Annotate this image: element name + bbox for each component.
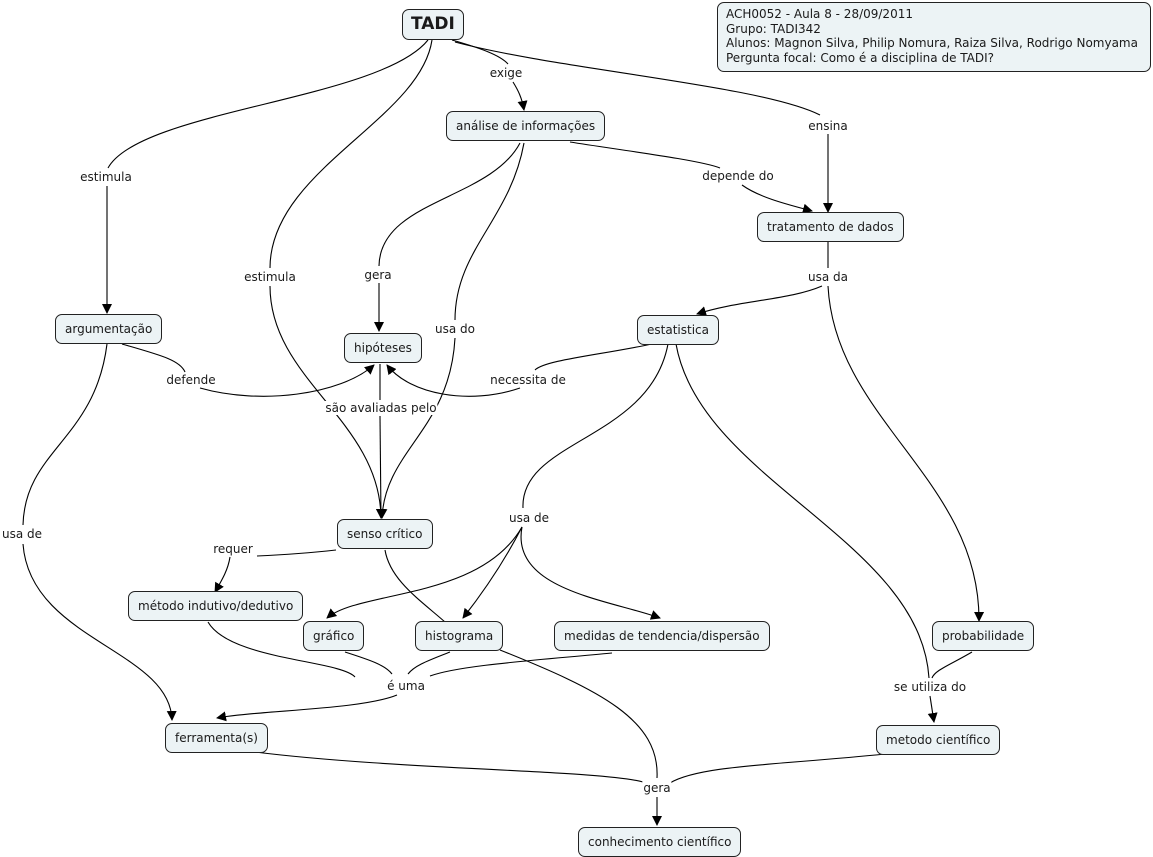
edge-analise-dependedo xyxy=(569,141,721,169)
concept-ferramentas[interactable]: ferramenta(s) xyxy=(165,723,268,753)
link-defende: defende xyxy=(165,373,217,387)
edge-metodoind-euma xyxy=(207,621,356,678)
link-exige: exige xyxy=(488,66,524,80)
concept-hipoteses[interactable]: hipóteses xyxy=(344,333,422,363)
edge-defende-hipoteses xyxy=(199,364,375,397)
link-requer: requer xyxy=(212,542,254,556)
edge-metodocient-gera xyxy=(669,753,886,784)
info-group: Grupo: TADI342 xyxy=(726,21,821,36)
concept-senso-critico[interactable]: senso crítico xyxy=(337,519,433,549)
link-usa-de-mid: usa de xyxy=(507,511,551,525)
link-se-utiliza-do: se utiliza do xyxy=(892,680,968,694)
edge-argumentacao-usade xyxy=(22,343,108,526)
concept-analise-de-informacoes[interactable]: análise de informações xyxy=(446,111,606,141)
concept-grafico[interactable]: gráfico xyxy=(303,621,365,651)
edge-euma-ferramentas xyxy=(216,694,398,722)
edge-exige-analise xyxy=(512,81,528,111)
edge-histograma-gera xyxy=(499,649,658,779)
edge-usado-senso xyxy=(377,337,456,519)
concept-probabilidade[interactable]: probabilidade xyxy=(932,621,1035,651)
link-ensina: ensina xyxy=(807,119,849,133)
edge-senso-histograma xyxy=(384,549,446,623)
info-students: Alunos: Magnon Silva, Philip Nomura, Rai… xyxy=(726,36,1138,50)
edge-usade-ferramentas xyxy=(22,543,177,721)
edge-usada-probabilidade xyxy=(827,285,985,622)
link-usa-de-left: usa de xyxy=(0,527,44,541)
concept-tadi[interactable]: TADI xyxy=(402,9,464,40)
edge-estatistica-seutiliza xyxy=(675,343,930,679)
edge-usade-medidas xyxy=(520,526,661,620)
concept-medidas-tendencia-dispersao[interactable]: medidas de tendencia/dispersão xyxy=(554,621,770,651)
edge-tadi-estimula-mid xyxy=(269,39,433,269)
link-necessita-de: necessita de xyxy=(489,373,567,387)
edge-histograma-euma xyxy=(407,651,451,675)
link-estimula-mid: estimula xyxy=(243,270,297,284)
link-gera-hipoteses: gera xyxy=(363,268,393,282)
edge-usada-estatistica xyxy=(696,285,823,316)
link-gera-conhecimento: gera xyxy=(642,781,672,795)
edge-usade-grafico xyxy=(326,526,523,619)
edge-dependedo-tratamento xyxy=(741,184,813,214)
edge-usade-histograma xyxy=(462,526,523,619)
edge-estatistica-necessita xyxy=(534,343,653,371)
concept-metodo-cientifico[interactable]: metodo científico xyxy=(876,725,1001,755)
link-usa-do: usa do xyxy=(434,322,476,336)
link-usa-da: usa da xyxy=(807,270,849,284)
edge-necessita-hipoteses xyxy=(386,364,521,397)
edge-senso-requer xyxy=(256,549,337,557)
concept-estatistica[interactable]: estatistica xyxy=(637,315,719,345)
edge-tadi-exige xyxy=(451,39,509,65)
edge-tadi-ensina xyxy=(454,41,821,116)
link-e-uma: é uma xyxy=(386,679,426,693)
edge-avaliadas-senso xyxy=(375,415,386,519)
edge-estatistica-usade xyxy=(522,343,669,509)
edge-probabilidade-seutiliza xyxy=(931,651,973,679)
edge-tadi-estimula-left xyxy=(107,39,429,169)
edge-analise-gera xyxy=(378,142,521,267)
concept-argumentacao[interactable]: argumentação xyxy=(55,314,163,344)
concept-histograma[interactable]: histograma xyxy=(415,621,504,651)
concept-metodo-indutivo-dedutivo[interactable]: método indutivo/dedutivo xyxy=(128,591,304,621)
edge-requer-metodoind xyxy=(214,556,231,593)
edge-medidas-euma xyxy=(429,652,613,677)
edge-argumentacao-defende xyxy=(121,343,186,373)
link-estimula-left: estimula xyxy=(79,170,133,184)
info-focus-question: Pergunta focal: Como é a disciplina de T… xyxy=(726,50,995,65)
info-box: ACH0052 - Aula 8 - 28/09/2011 Grupo: TAD… xyxy=(717,2,1151,72)
info-course: ACH0052 - Aula 8 - 28/09/2011 xyxy=(726,7,913,21)
concept-conhecimento-cientifico[interactable]: conhecimento científico xyxy=(578,827,742,857)
edge-analise-usado xyxy=(454,142,525,321)
edge-ferramentas-gera xyxy=(254,751,644,783)
concept-tratamento-de-dados[interactable]: tratamento de dados xyxy=(757,212,904,242)
link-depende-do: depende do xyxy=(701,169,775,183)
edge-estimula-senso xyxy=(269,285,382,519)
link-sao-avaliadas-pelo: são avaliadas pelo xyxy=(324,401,438,415)
edge-seutiliza-metodocient xyxy=(927,695,938,723)
edge-grafico-euma xyxy=(344,651,393,675)
